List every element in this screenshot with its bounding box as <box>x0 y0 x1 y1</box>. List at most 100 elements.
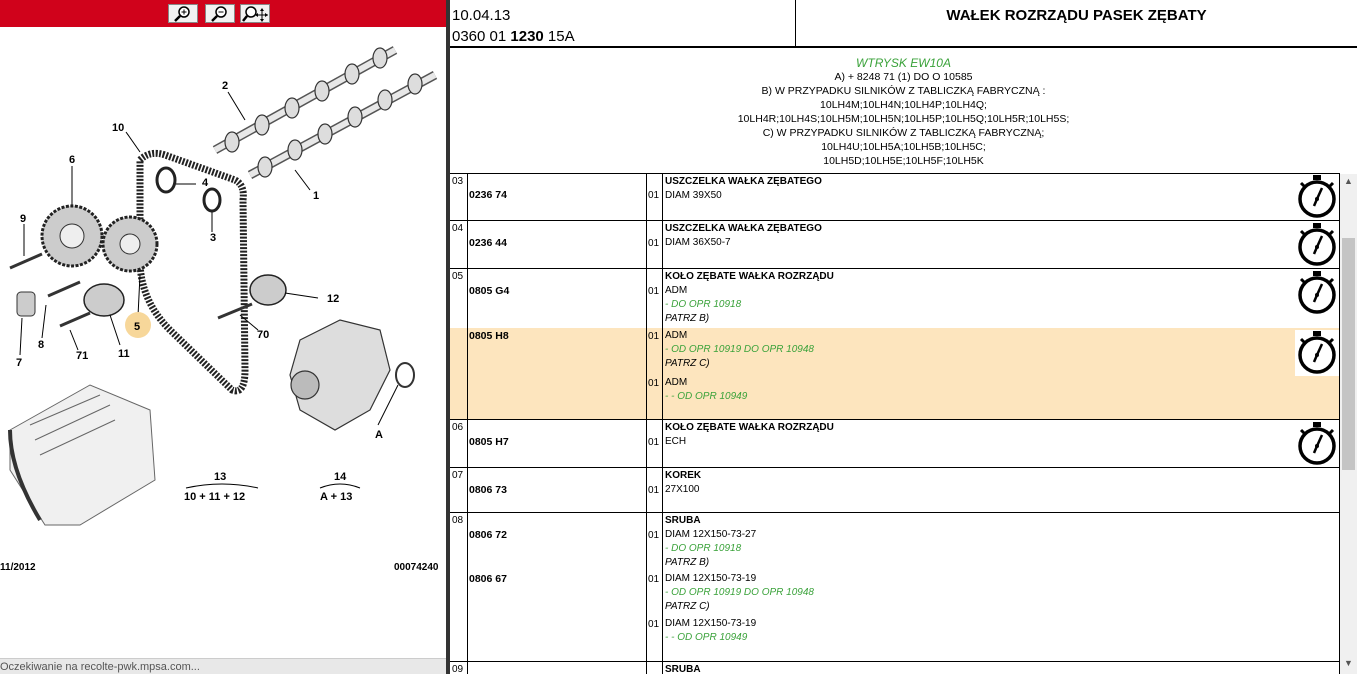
row-index: 05 <box>452 271 464 282</box>
row-index: 08 <box>452 515 464 526</box>
engine-name: WTRYSK EW10A <box>856 56 951 70</box>
quantity: 01 <box>648 331 660 342</box>
part-description: DIAM 12X150-73-19- OD OPR 10919 DO OPR 1… <box>665 573 814 612</box>
callout-label: 11 <box>118 348 130 360</box>
part-reference[interactable]: 0236 74 <box>469 189 507 201</box>
note-line: B) W PRZYPADKU SILNIKÓW Z TABLICZKĄ FABR… <box>761 85 1046 97</box>
stopwatch-icon[interactable] <box>1295 270 1339 316</box>
callout-label: 6 <box>69 154 75 166</box>
callout-label: 12 <box>327 293 339 305</box>
highlight-marker <box>125 312 151 338</box>
part-description: SRUBA <box>665 664 701 674</box>
tensioner <box>83 283 125 317</box>
quantity: 01 <box>648 238 660 249</box>
header-code: 0360 01 1230 15A <box>452 28 575 45</box>
engine-notes: WTRYSK EW10A A) + 8248 71 (1) DO O 10585… <box>450 56 1357 168</box>
pane-divider[interactable] <box>446 0 450 674</box>
row-index: 06 <box>452 422 464 433</box>
page-title: WAŁEK ROZRZĄDU PASEK ZĘBATY <box>946 7 1207 24</box>
part-reference[interactable]: 0806 72 <box>469 529 507 541</box>
row-index: 07 <box>452 470 464 481</box>
row-index: 03 <box>452 176 464 187</box>
note-line: C) W PRZYPADKU SILNIKÓW Z TABLICZKĄ FABR… <box>762 127 1045 139</box>
seal-ring <box>202 187 222 213</box>
note-line: 10LH4R;10LH4S;10LH5M;10LH5N;10LH5P;10LH5… <box>737 113 1070 125</box>
part-description: SRUBA <box>665 515 701 526</box>
callout-label: 5 <box>134 321 140 333</box>
quantity: 01 <box>648 190 660 201</box>
part-reference[interactable]: 0805 H8 <box>469 330 509 342</box>
stopwatch-icon[interactable] <box>1295 330 1339 376</box>
diagram-date: 11/2012 <box>0 562 36 573</box>
zoom-in-icon <box>174 6 190 22</box>
quantity: 01 <box>648 530 660 541</box>
diagram-pane: 1 2 3 4 5 6 7 8 9 10 11 12 70 71 A 13 10… <box>0 0 446 674</box>
table-row[interactable]: 05 0805 G4 01 KOŁO ZĘBATE WAŁKA ROZRZĄDU… <box>450 269 1340 328</box>
vertical-scrollbar[interactable]: ▲ ▼ <box>1340 174 1357 674</box>
quantity: 01 <box>648 286 660 297</box>
zoom-in-button[interactable] <box>168 4 198 23</box>
callout-label: 7 <box>16 357 22 369</box>
stopwatch-icon[interactable] <box>1295 222 1339 268</box>
bolts <box>9 252 253 328</box>
stopwatch-icon[interactable] <box>1295 421 1339 467</box>
callout-label: 70 <box>257 329 269 341</box>
zoom-toolbar <box>0 0 446 27</box>
diagram-code: 00074240 <box>394 562 439 573</box>
plug <box>16 291 36 317</box>
table-row[interactable]: 08 0806 72 0806 67 SRUBA 01 DIAM 12X150-… <box>450 513 1340 662</box>
seal-ring <box>155 166 177 194</box>
part-reference[interactable]: 0236 44 <box>469 237 507 249</box>
part-description: ADM- - OD OPR 10949 <box>665 377 748 402</box>
note-line: 10LH4U;10LH5A;10LH5B;10LH5C; <box>821 141 986 153</box>
header-date: 10.04.13 <box>452 7 511 24</box>
part-reference[interactable]: 0805 H7 <box>469 436 509 448</box>
note-line: 10LH4M;10LH4N;10LH4P;10LH4Q; <box>820 99 987 111</box>
group-14-formula: A + 13 <box>320 491 352 503</box>
row-index: 04 <box>452 223 464 234</box>
exploded-diagram[interactable]: 1 2 3 4 5 6 7 8 9 10 11 12 70 71 A 13 10… <box>0 27 446 587</box>
table-row-selected[interactable]: 0805 H8 01 ADM- OD OPR 10919 DO OPR 1094… <box>450 328 1340 420</box>
part-reference[interactable]: 0805 G4 <box>469 285 510 297</box>
camshaft-intake <box>212 46 398 154</box>
callout-label: 10 <box>112 122 124 134</box>
scrollbar-thumb[interactable] <box>1342 238 1355 470</box>
part-reference[interactable]: 0806 67 <box>469 573 507 585</box>
part-reference[interactable]: 0806 73 <box>469 484 507 496</box>
quantity: 01 <box>648 485 660 496</box>
parts-header: 10.04.13 0360 01 1230 15A WAŁEK ROZRZĄDU… <box>450 0 1357 48</box>
zoom-out-button[interactable] <box>205 4 235 23</box>
table-row[interactable]: 09 SRUBA <box>450 662 1340 674</box>
leader-lines <box>19 91 399 426</box>
group-14-title: 14 <box>334 471 347 483</box>
scroll-down-icon[interactable]: ▼ <box>1344 658 1353 668</box>
callout-label: 71 <box>76 350 88 362</box>
scroll-up-icon[interactable]: ▲ <box>1344 176 1353 186</box>
part-description: DIAM 12X150-73-19- - OD OPR 10949 <box>665 618 757 643</box>
stopwatch-icon[interactable] <box>1295 174 1339 220</box>
quantity: 01 <box>648 378 660 389</box>
callout-label: 4 <box>202 177 209 189</box>
zoom-out-icon <box>211 6 227 22</box>
table-row[interactable]: 06 0805 H7 01 KOŁO ZĘBATE WAŁKA ROZRZĄDU… <box>450 420 1340 468</box>
zoom-pan-button[interactable] <box>240 4 270 23</box>
quantity: 01 <box>648 619 660 630</box>
timing-belt <box>136 149 249 395</box>
callout-label: 8 <box>38 339 44 351</box>
idler-pulley <box>249 274 287 306</box>
status-bar: Oczekiwanie na recolte-pwk.mpsa.com... <box>0 658 446 674</box>
brace <box>185 483 259 489</box>
note-line: A) + 8248 71 (1) DO O 10585 <box>834 71 973 83</box>
brace <box>319 483 361 489</box>
note-line: 10LH5D;10LH5E;10LH5F;10LH5K <box>823 155 984 167</box>
callout-label: 2 <box>222 80 228 92</box>
